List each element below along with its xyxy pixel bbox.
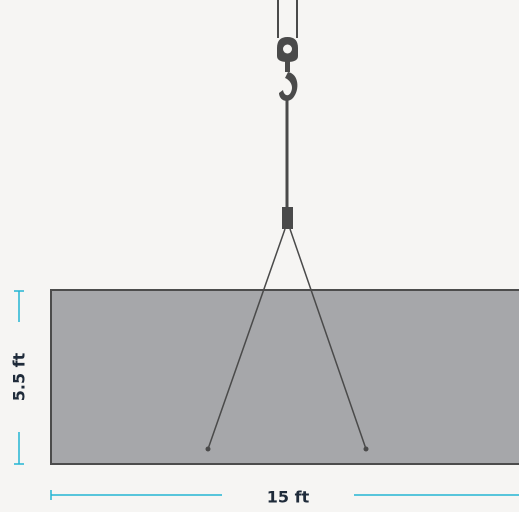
width-label: 15 ft bbox=[267, 488, 310, 507]
sling-leg-right bbox=[289, 228, 367, 450]
height-label: 5.5 ft bbox=[10, 352, 29, 401]
width-dimension: 15 ft bbox=[50, 488, 519, 507]
sling-legs bbox=[205, 228, 369, 452]
sling-leg-left bbox=[207, 228, 286, 450]
sling-connector bbox=[282, 207, 293, 229]
shackle-icon bbox=[277, 37, 298, 72]
height-dimension: 5.5 ft bbox=[10, 290, 29, 465]
lift-point-left bbox=[205, 446, 211, 452]
crane-cables bbox=[277, 0, 298, 38]
load-block bbox=[50, 289, 519, 465]
crane-hook-icon bbox=[279, 72, 298, 101]
lift-point-right bbox=[363, 446, 369, 452]
